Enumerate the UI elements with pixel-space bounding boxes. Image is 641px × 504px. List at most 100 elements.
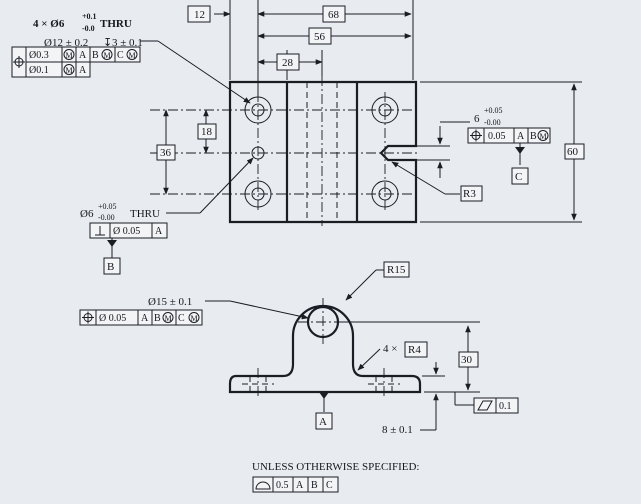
r15-callout: R15 bbox=[345, 261, 410, 301]
dim-8-value: 8 ± 0.1 bbox=[382, 424, 413, 436]
hole-tol-plus: +0.05 bbox=[98, 202, 117, 211]
cbore-diameter: Ø12 ± 0.2 bbox=[44, 37, 88, 49]
dim-box-12 bbox=[187, 5, 211, 23]
datum-ref: B bbox=[530, 131, 537, 142]
hole-thru: THRU bbox=[130, 208, 160, 220]
position-symbol-icon bbox=[470, 129, 482, 142]
dim-30: 30 bbox=[338, 321, 480, 393]
slot-tol-plus: +0.05 bbox=[484, 106, 503, 115]
right-dimension: 60 bbox=[420, 81, 585, 223]
mmc-modifier: M bbox=[129, 51, 136, 60]
datum-ref: B bbox=[311, 480, 318, 491]
left-dimensions: 18 36 bbox=[156, 109, 217, 195]
dim-30-value: 30 bbox=[461, 354, 473, 366]
datum-ref: A bbox=[141, 313, 149, 324]
datum-ref: A bbox=[296, 480, 304, 491]
profile-surface-icon bbox=[255, 481, 271, 490]
hole-tol-minus: -0.00 bbox=[98, 213, 115, 222]
r4-callout: 4 × R4 bbox=[357, 341, 428, 371]
holes-tol-minus: -0.0 bbox=[82, 24, 95, 33]
datum-a-symbol: A bbox=[315, 392, 333, 430]
front-view-outline bbox=[228, 304, 422, 394]
dim-box-18 bbox=[197, 123, 217, 140]
dim-68: 68 bbox=[328, 9, 340, 21]
slot-callout: 6 +0.05 -0.00 0.05 A B M C bbox=[398, 106, 551, 185]
holes-thru: THRU bbox=[100, 18, 132, 30]
r4-qty: 4 × bbox=[383, 343, 397, 355]
dim-box-60 bbox=[564, 143, 585, 160]
top-dimensions: 12 68 56 28 bbox=[187, 0, 414, 96]
datum-ref: A bbox=[79, 50, 87, 61]
datum-triangle-icon bbox=[515, 147, 525, 154]
general-notes: UNLESS OTHERWISE SPECIFIED: 0.5 A B C bbox=[252, 461, 419, 493]
top-view-outline bbox=[228, 80, 418, 224]
radius-r3: R3 bbox=[463, 188, 476, 200]
datum-ref: A bbox=[79, 65, 87, 76]
top-view bbox=[150, 76, 420, 226]
fcf-tolerance: 0.1 bbox=[499, 401, 512, 412]
hole-diameter: Ø6 bbox=[80, 208, 94, 220]
flatness-fcf: 0.1 bbox=[454, 392, 519, 414]
radius-r4: R4 bbox=[408, 344, 421, 356]
front-view bbox=[228, 298, 422, 398]
dim-box-28 bbox=[276, 53, 300, 71]
datum-c: C bbox=[515, 171, 522, 183]
datum-ref: A bbox=[155, 226, 163, 237]
mmc-modifier: M bbox=[66, 66, 73, 75]
mmc-icon bbox=[126, 49, 138, 60]
dim-box-56 bbox=[308, 27, 332, 45]
datum-triangle-icon bbox=[319, 392, 329, 399]
depth-symbol: ↧ bbox=[103, 37, 112, 49]
dim-36: 36 bbox=[160, 147, 172, 159]
dim-56: 56 bbox=[314, 31, 326, 43]
mmc-modifier: M bbox=[66, 51, 73, 60]
fcf-tolerance: Ø 0.05 bbox=[99, 313, 126, 324]
cbore-depth: 3 ± 0.1 bbox=[112, 37, 143, 49]
leader-line bbox=[157, 40, 251, 104]
position-symbol-icon bbox=[13, 56, 25, 68]
mmc-icon bbox=[101, 49, 113, 60]
holes-qty: 4 × Ø6 bbox=[33, 18, 65, 30]
holes-callout: 4 × Ø6 +0.1 -0.0 THRU Ø12 ± 0.2 ↧ 3 ± 0.… bbox=[33, 12, 251, 104]
datum-ref: C bbox=[178, 313, 185, 324]
datum-triangle-icon bbox=[107, 240, 117, 247]
fcf-tolerance: 0.05 bbox=[488, 131, 506, 142]
dim-28: 28 bbox=[282, 57, 294, 69]
datum-ref: A bbox=[517, 131, 525, 142]
mmc-modifier: M bbox=[191, 314, 198, 323]
mmc-modifier: M bbox=[540, 132, 547, 141]
holes-tol-plus: +0.1 bbox=[82, 12, 97, 21]
mmc-modifier: M bbox=[104, 51, 111, 60]
mmc-modifier: M bbox=[165, 314, 172, 323]
datum-ref: B bbox=[154, 313, 161, 324]
flatness-icon bbox=[477, 400, 493, 411]
datum-a: A bbox=[319, 416, 327, 428]
dim-box-36 bbox=[156, 144, 176, 161]
fcf-tolerance: Ø0.1 bbox=[29, 65, 49, 76]
mmc-icon bbox=[63, 64, 75, 75]
fcf-tolerance: Ø 0.05 bbox=[113, 226, 140, 237]
mmc-icon bbox=[537, 130, 549, 141]
dim-box-68 bbox=[322, 5, 346, 23]
position-symbol-icon bbox=[82, 311, 94, 324]
perpendicularity-icon bbox=[95, 226, 105, 236]
slot-width: 6 bbox=[474, 113, 480, 125]
datum-ref: C bbox=[326, 480, 333, 491]
datum-b: B bbox=[107, 261, 114, 273]
r3-callout: R3 bbox=[391, 161, 483, 202]
bore-diameter: Ø15 ± 0.1 bbox=[148, 296, 192, 308]
mmc-icon bbox=[63, 49, 75, 60]
fcf-tolerance: Ø0.3 bbox=[29, 50, 49, 61]
mmc-icon bbox=[162, 312, 174, 323]
dim-12: 12 bbox=[194, 9, 205, 21]
dim-18: 18 bbox=[201, 126, 213, 138]
position-fcf: Ø0.3 M A B M C M Ø0.1 M A bbox=[11, 46, 141, 78]
datum-ref: C bbox=[117, 50, 124, 61]
bore-callout: Ø15 ± 0.1 Ø 0.05 A B M C M bbox=[79, 296, 309, 326]
datum-ref: B bbox=[92, 50, 99, 61]
radius-r15: R15 bbox=[387, 264, 406, 276]
dim-60: 60 bbox=[567, 146, 579, 158]
fcf-tolerance: 0.5 bbox=[276, 480, 289, 491]
datum-b-callout: Ø6 +0.05 -0.00 THRU Ø 0.05 A B bbox=[80, 157, 254, 275]
